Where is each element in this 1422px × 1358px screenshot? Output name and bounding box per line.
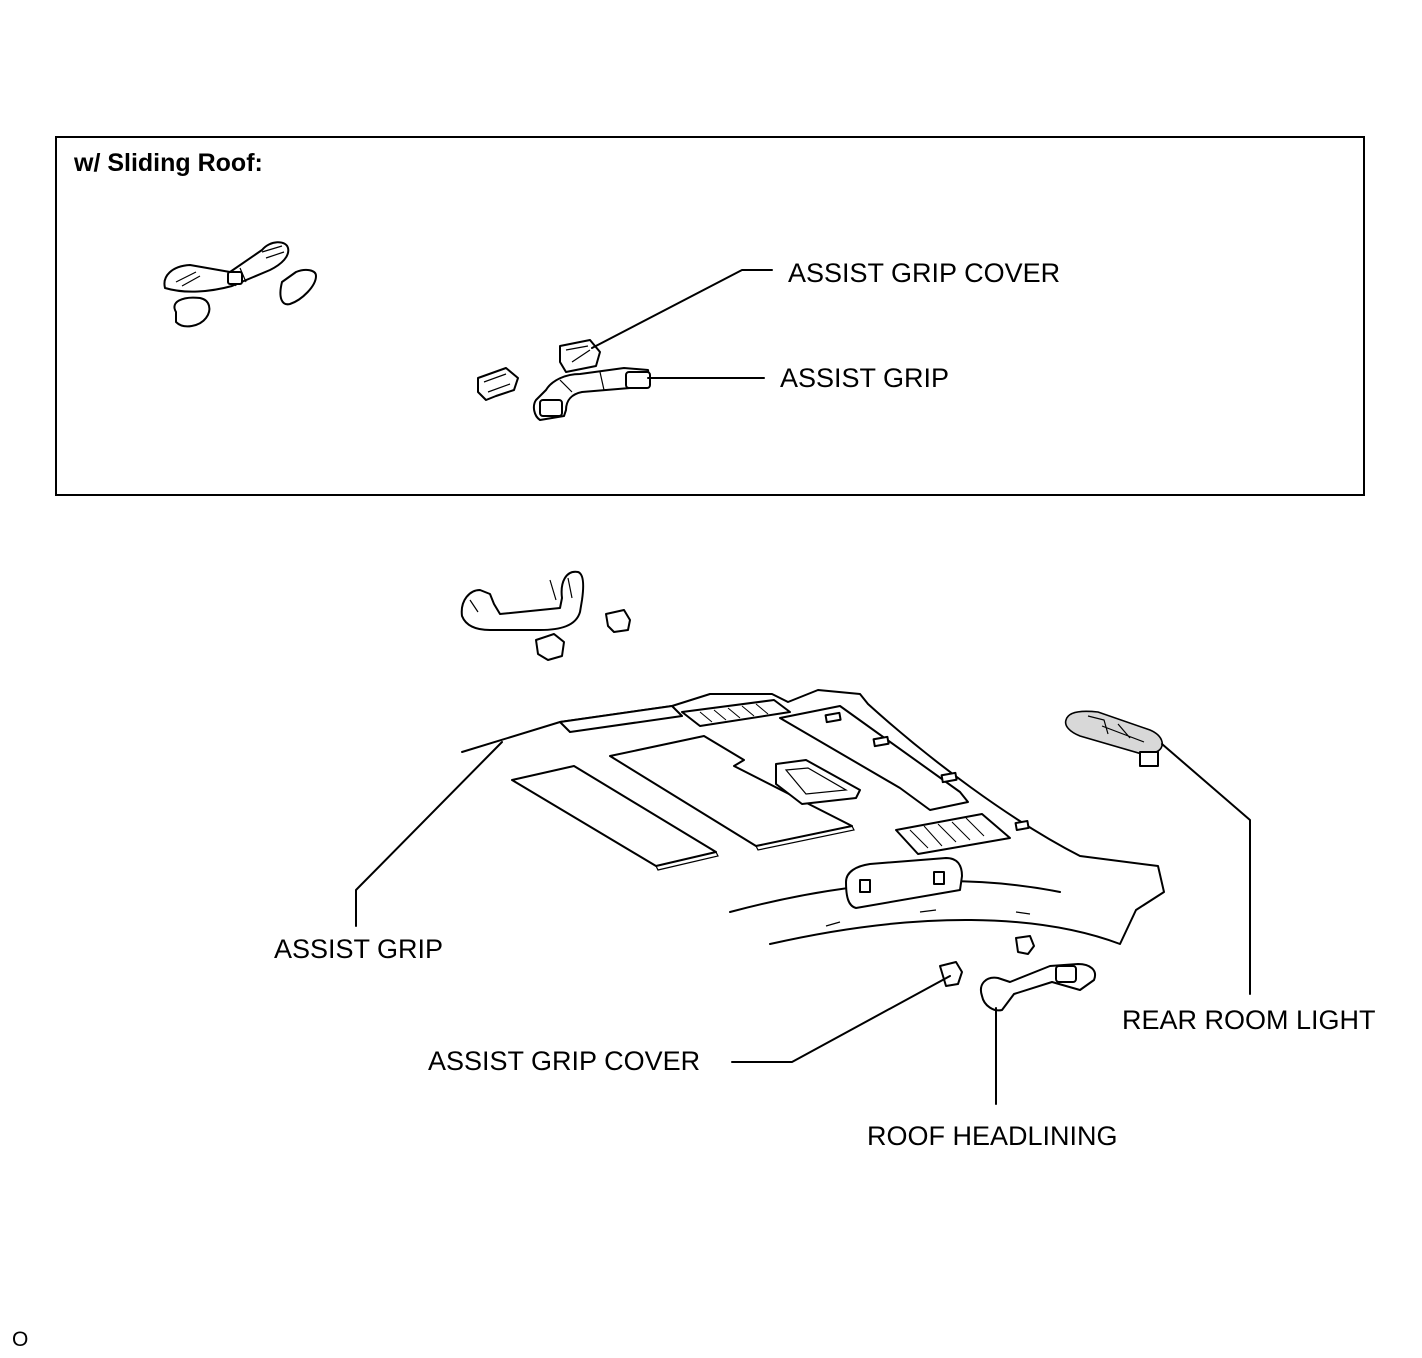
label-main-assist-grip-cover: ASSIST GRIP COVER (428, 1046, 701, 1076)
figure-code: O (12, 1328, 29, 1351)
label-rear-room-light: REAR ROOM LIGHT (1122, 1005, 1376, 1035)
inset-cover-leader (591, 269, 773, 349)
main-grip-leader (355, 741, 503, 927)
rear-room-light (1064, 710, 1163, 767)
rear-room-light-leader (1161, 743, 1251, 995)
inset-assist-grip-cover (559, 339, 601, 373)
label-inset-assist-grip: ASSIST GRIP (780, 363, 950, 393)
main-cover-leader (731, 975, 951, 1063)
inset-grip-small (163, 241, 317, 328)
roof-headlining-panel (461, 689, 1165, 945)
inset-assist-grip (477, 367, 651, 421)
sliding-roof-inset (55, 136, 1365, 496)
main-assist-grip-lower (939, 935, 1096, 1012)
label-inset-assist-grip-cover: ASSIST GRIP COVER (788, 258, 1061, 288)
main-assist-grip-upper (460, 570, 631, 661)
label-roof-headlining: ROOF HEADLINING (867, 1121, 1118, 1151)
inset-title: w/ Sliding Roof: (74, 149, 263, 177)
label-main-assist-grip: ASSIST GRIP (274, 934, 444, 964)
